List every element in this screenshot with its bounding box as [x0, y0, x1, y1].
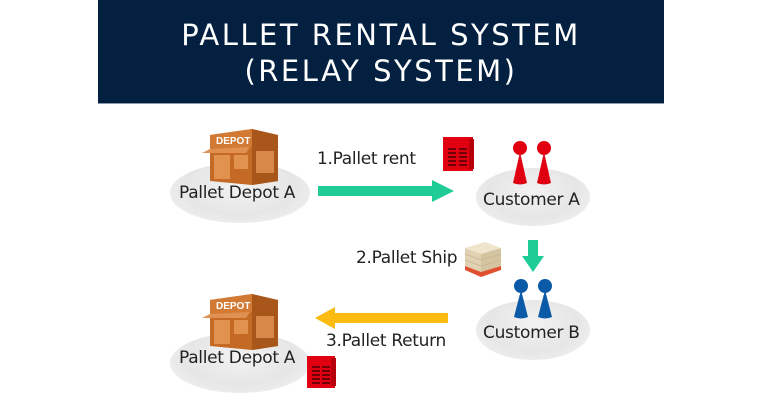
depot-sign: DEPOT	[216, 136, 250, 147]
people-blue-icon	[514, 279, 552, 319]
depot-top-label: Pallet Depot A	[179, 183, 296, 203]
title-line-2: (RELAY SYSTEM)	[244, 54, 518, 88]
depot-sign: DEPOT	[216, 301, 250, 312]
arrow-left-icon	[315, 307, 448, 329]
red-pallet-icon	[443, 137, 474, 171]
customer-a-label: Customer A	[483, 190, 580, 210]
customer-b-platform	[476, 300, 590, 360]
depot-building-icon: DEPOT	[202, 294, 278, 350]
depot-bottom-label: Pallet Depot A	[179, 348, 296, 368]
step-1-label: 1.Pallet rent	[317, 149, 416, 169]
loaded-pallet-icon	[464, 242, 502, 277]
customer-b-label: Customer B	[483, 323, 580, 343]
title-banner: PALLET RENTAL SYSTEM (RELAY SYSTEM)	[98, 0, 664, 104]
title-line-1: PALLET RENTAL SYSTEM	[181, 18, 581, 52]
depot-building-icon: DEPOT	[202, 129, 278, 185]
step-2-label: 2.Pallet Ship	[356, 248, 458, 268]
customer-a-platform	[476, 168, 590, 226]
arrow-right-icon	[318, 180, 454, 202]
people-red-icon	[513, 141, 551, 185]
red-pallet-icon	[307, 356, 336, 388]
step-3-label: 3.Pallet Return	[326, 331, 447, 351]
arrow-down-icon	[522, 240, 544, 272]
